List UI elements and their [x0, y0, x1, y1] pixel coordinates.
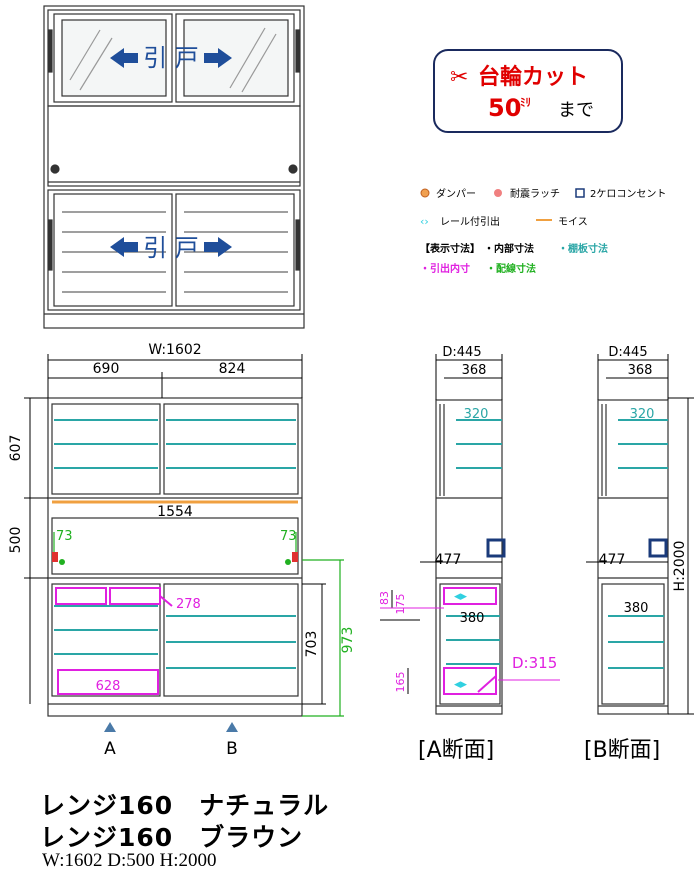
- section-b-depth: D:445: [608, 345, 647, 360]
- legend-drawer-inner: ・引出内寸: [420, 262, 470, 275]
- section-a-dim-lines: [380, 354, 560, 694]
- section-a-depth: D:445: [442, 345, 481, 360]
- legend-wiring: ・配線寸法: [486, 262, 536, 275]
- front-wiring-right: 73: [280, 529, 297, 544]
- rail-icon: ‹›: [420, 215, 429, 228]
- front-lower-total: 973: [340, 627, 356, 654]
- outlet-icon-a: [486, 538, 506, 558]
- section-a-shelf: 320: [464, 407, 489, 422]
- section-a-drawer-h2: 175: [394, 594, 407, 615]
- front-drawer-large: 628: [96, 679, 121, 694]
- legend: ダンパー 耐震ラッチ 2ケロコンセント ‹› レール付引出 モイス 【表示寸法】…: [420, 187, 666, 275]
- section-a-drawer-w: 380: [460, 611, 485, 626]
- section-b-mid: 477: [599, 552, 626, 568]
- section-b-title: [B断面]: [584, 738, 661, 763]
- rail-icon-a2: ◂▸: [454, 677, 468, 692]
- front-elevation: [43, 5, 305, 329]
- damper-right: [285, 559, 291, 565]
- front-wiring-left: 73: [56, 529, 73, 544]
- front-left-width: 690: [93, 361, 120, 377]
- cut-suffix: まで: [558, 100, 594, 121]
- legend-shelf: ・棚板寸法: [558, 242, 608, 255]
- latch-left: [52, 552, 58, 562]
- section-b-inner: 368: [628, 363, 653, 378]
- label-a: A: [104, 739, 116, 759]
- section-a-drawer-h1: 83: [378, 591, 391, 605]
- front-drawer-small: 278: [176, 597, 201, 612]
- front-dimension-view: [47, 397, 303, 717]
- latch-right: [292, 552, 298, 562]
- front-moise-width: 1554: [157, 504, 193, 520]
- front-shelves: [54, 419, 296, 669]
- marker-a: [104, 722, 116, 732]
- front-dim-lines: [24, 354, 326, 705]
- legend-dims-title: 【表示寸法】: [420, 242, 480, 255]
- section-a-mid: 477: [435, 552, 462, 568]
- cut-line1: 台輪カット: [478, 64, 588, 90]
- cut-unit: ﾐﾘ: [520, 96, 531, 109]
- legend-outlet: 2ケロコンセント: [590, 188, 666, 200]
- section-a-drawers: [443, 587, 497, 695]
- scissors-icon: ✂: [450, 65, 468, 90]
- product-name-brown: レンジ160 ブラウン: [40, 823, 304, 852]
- section-a-shelves: [446, 419, 502, 665]
- front-middle-height: 500: [8, 527, 24, 554]
- front-upper-height: 607: [8, 435, 24, 462]
- section-b-drawer-w: 380: [624, 601, 649, 616]
- label-b: B: [226, 739, 238, 759]
- legend-moise: モイス: [558, 217, 588, 228]
- product-name-natural: レンジ160 ナチュラル: [40, 791, 330, 820]
- marker-b: [226, 722, 238, 732]
- cut-value: 50: [488, 94, 521, 122]
- cut-notice-box: ✂ 台輪カット 50 ﾐﾘ まで: [433, 49, 623, 133]
- latch-icon: [494, 189, 502, 197]
- section-b-shelf: 320: [630, 407, 655, 422]
- section-a-drawer-depth: D:315: [512, 654, 557, 672]
- front-total-width: W:1602: [148, 342, 201, 358]
- section-b-dim-lines: [586, 354, 694, 715]
- section-b: [597, 399, 669, 715]
- legend-inner: ・内部寸法: [484, 242, 534, 255]
- sliding-door-label-upper: 引 戸: [143, 44, 199, 72]
- legend-rail: レール付引出: [440, 215, 500, 228]
- damper-left: [59, 559, 65, 565]
- front-right-width: 824: [219, 361, 246, 377]
- outlet-icon: [575, 188, 585, 198]
- sliding-arrow-upper: [110, 48, 232, 257]
- sliding-door-label-lower: 引 戸: [143, 234, 199, 262]
- front-lower-height: 703: [304, 631, 320, 658]
- rail-icon-a1: ◂▸: [454, 589, 468, 604]
- section-a-title: [A断面]: [418, 738, 495, 763]
- outlet-icon-b: [648, 538, 668, 558]
- front-drawers: [55, 587, 173, 695]
- section-a-drawer-h3: 165: [394, 672, 407, 693]
- damper-icon: [420, 188, 430, 198]
- section-b-shelves: [608, 419, 668, 669]
- legend-damper: ダンパー: [436, 187, 476, 200]
- section-a-inner: 368: [462, 363, 487, 378]
- section-b-height: H:2000: [672, 541, 688, 592]
- product-dimensions: W:1602 D:500 H:2000: [42, 850, 217, 871]
- legend-latch: 耐震ラッチ: [510, 187, 560, 200]
